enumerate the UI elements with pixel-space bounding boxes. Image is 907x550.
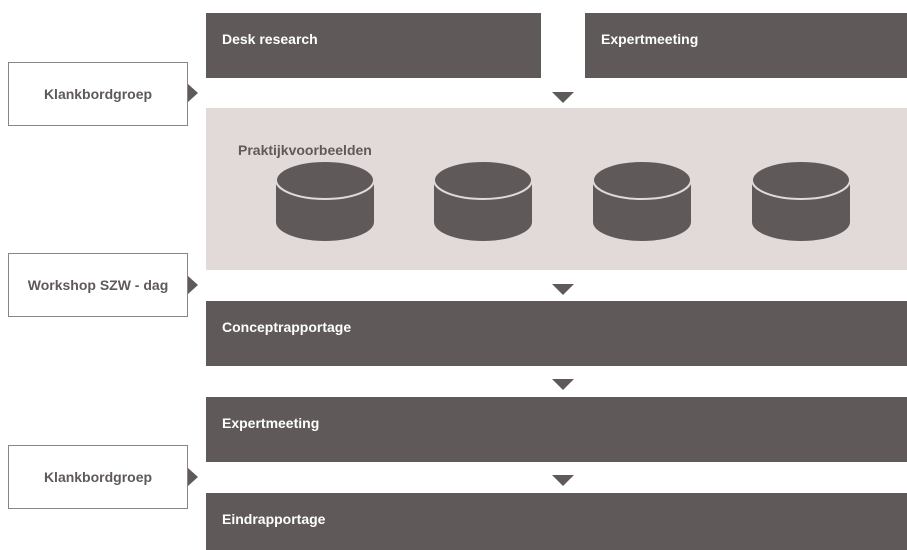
- desk-research-block: Desk research: [206, 13, 541, 78]
- band-title: Praktijkvoorbeelden: [238, 142, 372, 158]
- desk-research-label: Desk research: [222, 31, 318, 47]
- klankbordgroep-bottom-box: Klankbordgroep: [8, 445, 188, 509]
- arrow-down-icon: [552, 379, 574, 390]
- eindrapportage-label: Eindrapportage: [222, 511, 326, 527]
- expertmeeting-block: Expertmeeting: [206, 397, 907, 462]
- expertmeeting-top-label: Expertmeeting: [601, 31, 699, 47]
- klankbordgroep-bottom-label: Klankbordgroep: [43, 469, 153, 485]
- arrow-right-icon: [188, 276, 198, 294]
- database-cylinder-icon: [433, 160, 533, 241]
- arrow-down-icon: [552, 92, 574, 103]
- database-cylinder-icon: [275, 160, 375, 241]
- arrow-right-icon: [188, 84, 198, 102]
- klankbordgroep-top-label: Klankbordgroep: [43, 86, 153, 102]
- arrow-right-icon: [188, 468, 198, 486]
- expertmeeting-label: Expertmeeting: [222, 415, 320, 431]
- conceptrapportage-label: Conceptrapportage: [222, 319, 352, 335]
- arrow-down-icon: [552, 284, 574, 295]
- arrow-down-icon: [552, 475, 574, 486]
- expertmeeting-top-block: Expertmeeting: [585, 13, 907, 78]
- database-cylinder-icon: [751, 160, 851, 241]
- database-cylinder-icon: [592, 160, 692, 241]
- conceptrapportage-block: Conceptrapportage: [206, 301, 907, 366]
- workshop-box: Workshop SZW - dag: [8, 253, 188, 317]
- eindrapportage-block: Eindrapportage: [206, 493, 907, 550]
- workshop-label: Workshop SZW - dag: [27, 277, 169, 293]
- klankbordgroep-top-box: Klankbordgroep: [8, 62, 188, 126]
